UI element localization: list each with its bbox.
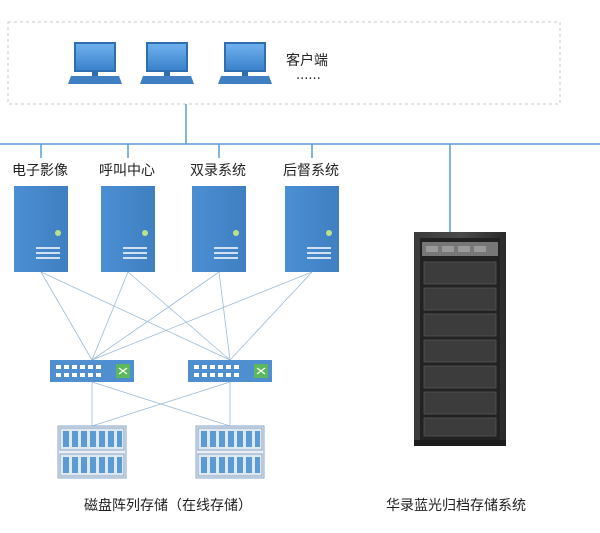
server-switch-links (40, 271, 313, 361)
client-area-border (7, 21, 561, 105)
monitor-icon (140, 42, 194, 84)
monitor-icon (218, 42, 272, 84)
disk-array-icon (57, 425, 127, 479)
server-tower-icon (14, 186, 68, 272)
network-switch-icon (188, 360, 272, 382)
server-tower-icon (285, 186, 339, 272)
archive-caption: 华录蓝光归档存储系统 (386, 498, 526, 514)
clients-ellipsis: ...... (296, 68, 321, 83)
bluray-archive-rack-icon (414, 232, 506, 446)
server-tower-icon (101, 186, 155, 272)
disk-array-caption: 磁盘阵列存储（在线存储） (84, 498, 252, 514)
server-label-dual-recording: 双录系统 (190, 163, 246, 179)
network-switch-icon (50, 360, 134, 382)
server-label-call-center: 呼叫中心 (99, 163, 155, 179)
monitor-icon (68, 42, 122, 84)
server-label-post-supervision: 后督系统 (283, 163, 339, 179)
switch-storage-links (91, 381, 231, 427)
disk-array-icon (195, 425, 265, 479)
clients-label: 客户端 (286, 53, 328, 69)
server-tower-icon (192, 186, 246, 272)
server-label-e-imaging: 电子影像 (12, 163, 68, 179)
